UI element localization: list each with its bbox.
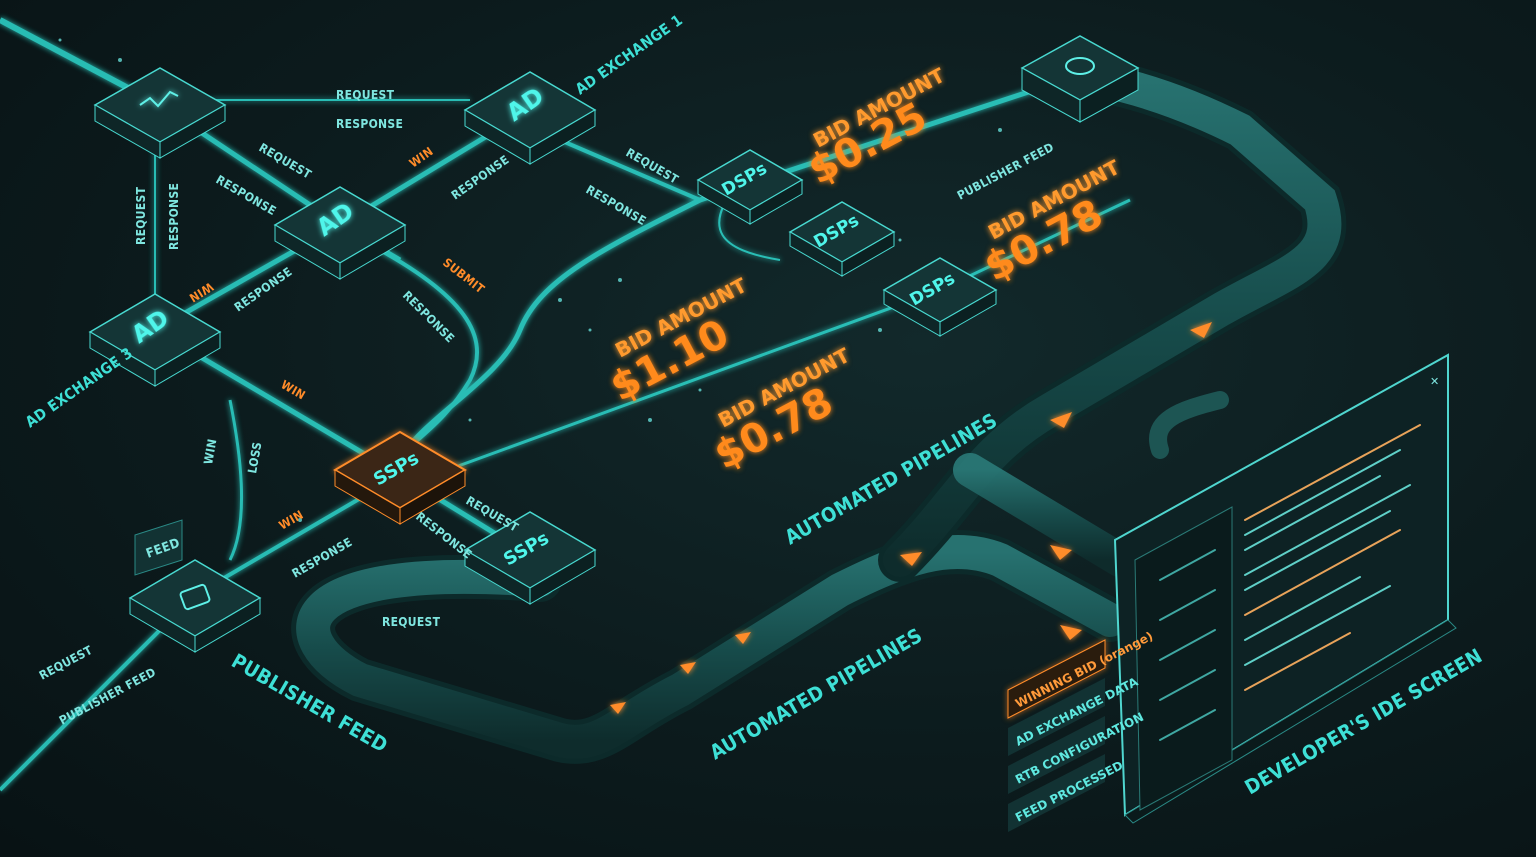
node-database[interactable] <box>1020 35 1140 123</box>
label-win: WIN <box>186 279 215 305</box>
hand-icon <box>179 583 211 611</box>
label-win: WIN <box>201 438 219 466</box>
node-ad-exchange-1[interactable]: AD <box>463 71 597 165</box>
label-request: REQUEST <box>37 643 95 683</box>
ad-exchange-1-title: AD EXCHANGE 1 <box>572 11 686 98</box>
database-icon <box>1065 57 1095 75</box>
node-ssps[interactable]: SSPs <box>463 511 597 605</box>
label-request: REQUEST <box>382 615 441 629</box>
ide-close-icon[interactable]: ✕ <box>1430 375 1439 388</box>
ad-exchange-3-title: AD EXCHANGE 3 <box>22 344 136 431</box>
label-request: REQUEST <box>464 493 522 534</box>
label-response: RESPONSE <box>336 117 403 131</box>
label-response: RESPONSE <box>232 264 295 314</box>
chart-icon <box>139 90 179 108</box>
node-analytics[interactable] <box>93 67 227 159</box>
automated-pipelines <box>291 58 1347 764</box>
label-response: RESPONSE <box>167 183 181 250</box>
label-request: REQUEST <box>134 186 148 245</box>
label-win: WIN <box>279 377 308 402</box>
node-ssps-winner[interactable]: SSPs <box>333 430 467 525</box>
label-response: RESPONSE <box>584 182 649 228</box>
label-win: WIN <box>407 144 436 170</box>
node-ad-exchange-3[interactable]: AD <box>88 293 222 387</box>
particles <box>58 38 1002 522</box>
label-loss: LOSS <box>245 441 264 475</box>
label-win: WIN <box>277 508 306 533</box>
node-publisher[interactable]: FEED <box>128 519 262 653</box>
pipe-flow-arrows <box>610 322 1212 714</box>
code-lines <box>1159 424 1421 741</box>
label-publisher-feed: PUBLISHER FEED <box>57 665 158 728</box>
label-request: REQUEST <box>336 88 395 102</box>
node-ad-center[interactable]: AD <box>273 186 407 280</box>
node-dsps-2[interactable]: DSPs <box>788 201 896 277</box>
label-response: RESPONSE <box>449 152 512 202</box>
node-dsps-1[interactable]: DSPs <box>696 149 804 225</box>
node-dsps-3[interactable]: DSPs <box>882 257 998 337</box>
label-submit: SUBMIT <box>440 255 487 296</box>
